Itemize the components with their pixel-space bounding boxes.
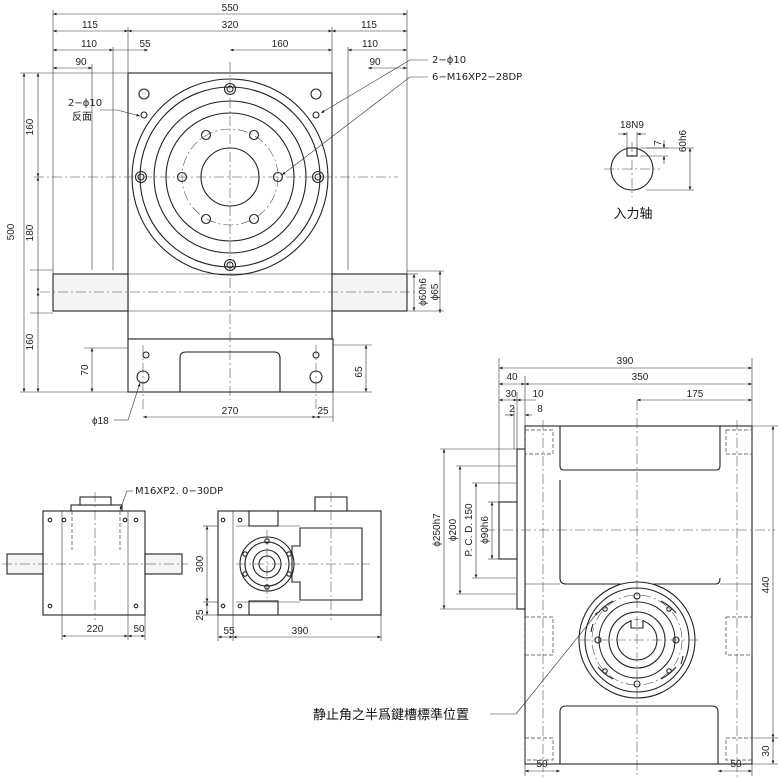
right-top-flange xyxy=(516,448,526,610)
right-shaft xyxy=(331,273,408,312)
keyway-18n9: 18N9 xyxy=(620,120,644,131)
front-dim-55: 55 xyxy=(223,626,235,637)
front-dim-300: 300 xyxy=(195,555,206,572)
top-base-outline xyxy=(127,338,334,393)
corner-hole xyxy=(310,88,322,100)
right-dim-pcd150: P. C. D. 150 xyxy=(464,503,475,557)
dim-25-base: 25 xyxy=(317,406,329,417)
right-dim-390: 390 xyxy=(617,356,634,367)
right-dim-30-bottom: 30 xyxy=(761,745,772,757)
side-dim-220: 220 xyxy=(87,624,104,635)
tapped-hole xyxy=(200,213,212,225)
dim-phi-60h6: ϕ60h6 xyxy=(418,278,429,306)
side-note-m16: M16XP2. 0−30DP xyxy=(135,486,223,497)
keyway-depth-7: 7 xyxy=(653,140,664,146)
dim-500: 500 xyxy=(6,223,17,240)
top-view: 550 115 320 115 110 55 160 110 90 90 500… xyxy=(6,3,522,427)
left-shaft xyxy=(52,273,129,312)
tapped-hole xyxy=(248,213,260,225)
tapped-hole xyxy=(248,129,260,141)
side-dim-50: 50 xyxy=(133,624,145,635)
upper-window xyxy=(559,426,721,471)
dim-90-right: 90 xyxy=(369,57,381,68)
dim-65-foot: 65 xyxy=(354,366,365,378)
dim-phi-65: ϕ65 xyxy=(430,283,441,300)
note-2-phi10-left: 2−ϕ10 xyxy=(68,98,102,109)
dim-115-right: 115 xyxy=(361,20,377,31)
input-shaft-detail: 18N9 7 60h6 入力轴 xyxy=(604,120,694,222)
note-reverse: 反面 xyxy=(72,111,92,123)
note-6-m16: 6−M16XP2−28DP xyxy=(432,72,522,83)
right-dim-40: 40 xyxy=(506,372,518,383)
right-dim-440: 440 xyxy=(761,576,772,593)
right-dim-8: 8 xyxy=(537,404,543,415)
middle-pocket xyxy=(559,480,721,585)
front-dim-390: 390 xyxy=(292,626,309,637)
right-dim-175: 175 xyxy=(687,389,704,400)
front-dim-25: 25 xyxy=(195,609,206,621)
right-dim-2: 2 xyxy=(509,404,515,415)
dim-110-right: 110 xyxy=(362,39,378,50)
right-view: 390 40 350 30 10 175 2 8 ϕ250h7 ϕ200 P. … xyxy=(313,356,778,778)
input-shaft-title: 入力轴 xyxy=(613,207,652,222)
dim-115-left: 115 xyxy=(82,20,98,31)
right-dim-50-left: 50 xyxy=(536,759,548,770)
right-dim-30: 30 xyxy=(505,389,517,400)
side-top-flange xyxy=(70,504,123,512)
dim-160-upper: 160 xyxy=(25,118,36,135)
dim-55: 55 xyxy=(139,39,151,50)
right-dim-phi90h6: ϕ90h6 xyxy=(480,516,491,544)
right-dim-phi250h7: ϕ250h7 xyxy=(432,513,443,547)
keyway-position-note: 静止角之半爲鍵槽標準位置 xyxy=(313,707,469,723)
corner-hole xyxy=(138,88,150,100)
dim-70: 70 xyxy=(80,364,91,376)
dim-270: 270 xyxy=(222,406,239,417)
right-output-boss xyxy=(498,501,518,560)
note-2-phi10-right: 2−ϕ10 xyxy=(432,55,466,66)
front-bottom-slot xyxy=(248,600,279,616)
right-dim-350: 350 xyxy=(632,372,649,383)
right-dim-phi200: ϕ200 xyxy=(448,518,459,541)
right-dim-10: 10 xyxy=(532,389,544,400)
dim-160-lower: 160 xyxy=(25,333,36,350)
dim-180: 180 xyxy=(25,224,36,241)
lower-slot xyxy=(559,705,719,764)
dim-320: 320 xyxy=(222,20,239,31)
input-shaft-60h6: 60h6 xyxy=(678,129,689,152)
front-top-slot xyxy=(248,510,279,527)
dim-110-left: 110 xyxy=(81,39,97,50)
dim-550: 550 xyxy=(222,3,239,14)
front-view: 300 25 55 390 xyxy=(195,492,382,641)
side-view: M16XP2. 0−30DP 220 50 xyxy=(2,486,223,640)
right-dim-50-right: 50 xyxy=(730,759,742,770)
side-body xyxy=(42,510,146,616)
perimeter-bolt xyxy=(223,258,237,272)
side-top-boss xyxy=(79,496,112,506)
tapped-hole xyxy=(200,129,212,141)
dim-phi-18: ϕ18 xyxy=(92,416,109,427)
dim-90-left: 90 xyxy=(75,57,87,68)
dim-160-top: 160 xyxy=(272,39,289,50)
